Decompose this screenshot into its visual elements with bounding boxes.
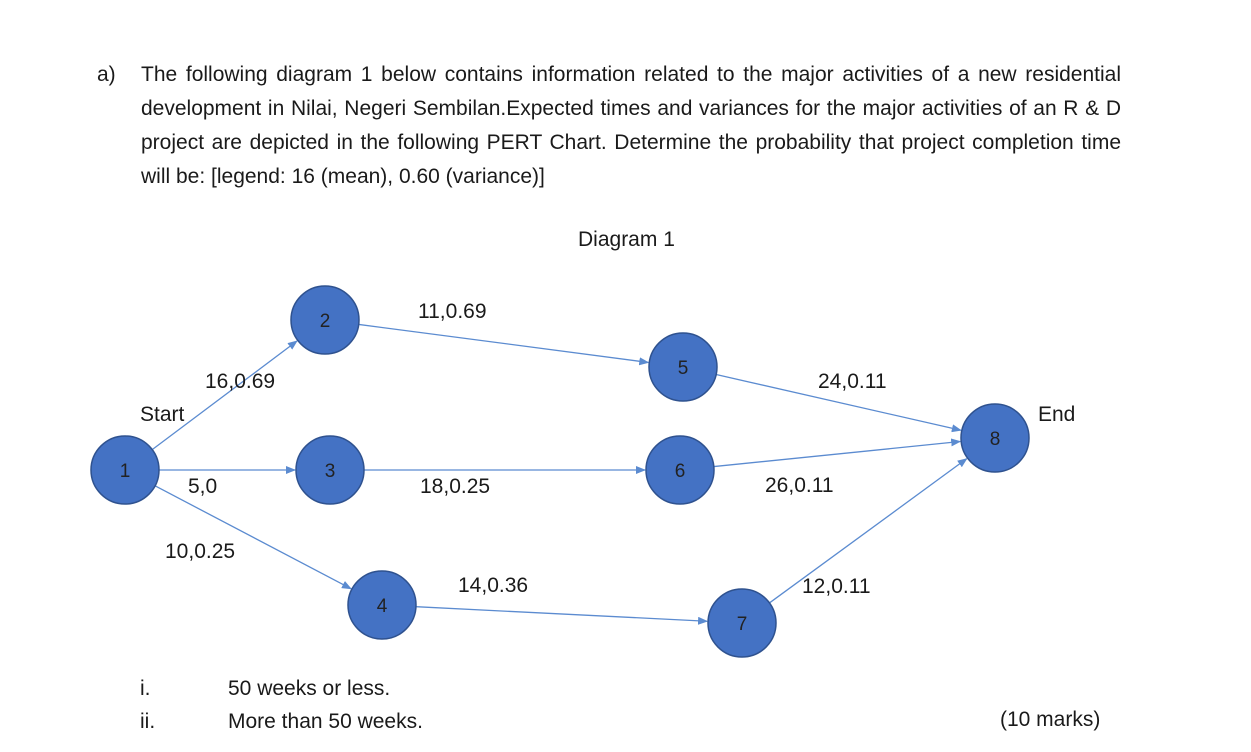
start-label: Start <box>140 403 185 426</box>
arrow-2-to-5 <box>358 323 650 366</box>
node-6: 6 <box>645 435 715 505</box>
node-3: 3 <box>295 435 365 505</box>
question-label: a) <box>97 63 116 86</box>
node-circle-4 <box>347 570 417 640</box>
node-8: 8 <box>960 403 1030 473</box>
edge-label-6-8: 26,0.11 <box>765 474 834 497</box>
arrow-6-to-8 <box>713 438 962 468</box>
node-circle-2 <box>290 285 360 355</box>
node-circle-7 <box>707 588 777 658</box>
question-text: The following diagram 1 below contains i… <box>141 63 1121 188</box>
node-2: 2 <box>290 285 360 355</box>
subquestion-ii-number: ii. <box>140 710 156 733</box>
node-circle-6 <box>645 435 715 505</box>
arrow-1-to-4 <box>154 485 352 590</box>
node-label-8: 8 <box>990 429 1001 450</box>
arrow-7-to-8 <box>769 458 968 604</box>
node-7: 7 <box>707 588 777 658</box>
edge-label-1-4: 10,0.25 <box>165 540 235 563</box>
node-label-6: 6 <box>675 461 686 482</box>
edge-label-3-6: 18,0.25 <box>420 475 490 498</box>
subquestion-i-text: 50 weeks or less. <box>228 677 391 700</box>
node-1: 1 <box>90 435 160 505</box>
edge-label-1-2: 16,0.69 <box>205 370 275 393</box>
edge-label-1-3: 5,0 <box>188 475 217 498</box>
node-circle-3 <box>295 435 365 505</box>
arrow-4-to-7 <box>415 606 709 625</box>
edge-label-5-8: 24,0.11 <box>818 370 887 393</box>
node-circle-5 <box>648 332 718 402</box>
subquestion-ii-text: More than 50 weeks. <box>228 710 423 733</box>
node-circle-8 <box>960 403 1030 473</box>
subquestion-i-number: i. <box>140 677 151 700</box>
end-label: End <box>1038 403 1075 426</box>
edge-label-2-5: 11,0.69 <box>418 300 487 323</box>
edge-label-4-7: 14,0.36 <box>458 574 528 597</box>
diagram-caption: Diagram 1 <box>578 228 675 251</box>
node-label-4: 4 <box>377 596 388 617</box>
edge-label-7-8: 12,0.11 <box>802 575 871 598</box>
node-4: 4 <box>347 570 417 640</box>
arrow-5-to-8 <box>716 373 962 433</box>
marks-label: (10 marks) <box>1000 708 1101 731</box>
node-label-2: 2 <box>320 311 331 332</box>
node-5: 5 <box>648 332 718 402</box>
node-label-1: 1 <box>120 461 131 482</box>
arrow-1-to-2 <box>151 340 298 451</box>
node-label-5: 5 <box>678 358 689 379</box>
node-label-7: 7 <box>737 614 748 635</box>
node-label-3: 3 <box>325 461 336 482</box>
node-circle-1 <box>90 435 160 505</box>
